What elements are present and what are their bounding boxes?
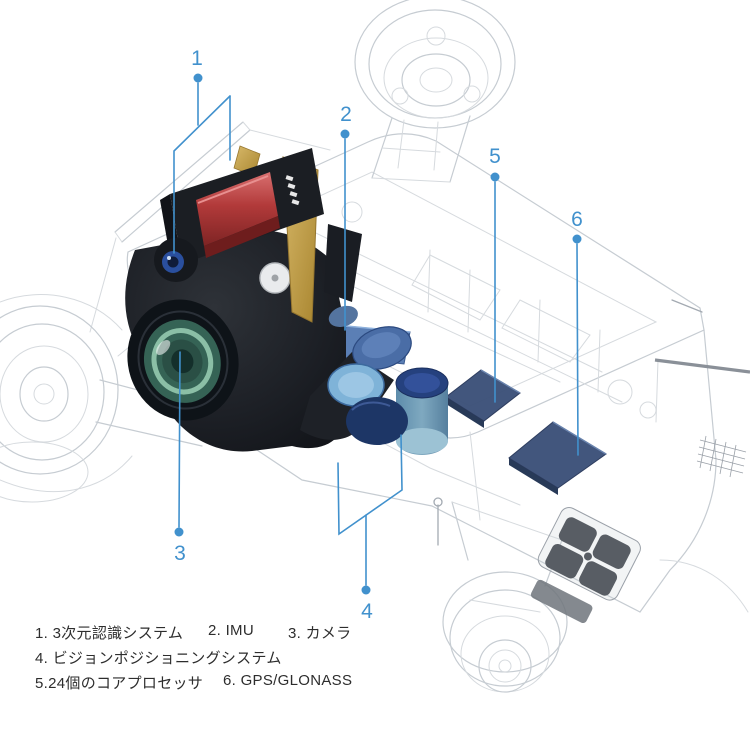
rotor-top [354, 0, 516, 183]
front-sensing-camera [154, 238, 198, 282]
body-right-edge [639, 329, 717, 613]
callout-3-dot [174, 527, 184, 537]
callout-3: 3 [174, 351, 186, 565]
callout-2: 2 [340, 103, 352, 331]
legend-item-1: 1. 3次元認識システム [35, 625, 184, 642]
rotor-left [0, 294, 207, 503]
callout-3-number: 3 [174, 542, 186, 565]
rotor-bottom-right [433, 497, 568, 693]
callout-3-leader [178, 351, 181, 528]
legend-item-5: 5.24個のコアプロセッサ [35, 675, 204, 692]
callout-2-dot [340, 129, 350, 139]
front-3d-sensor-module [160, 148, 324, 268]
callout-5-number: 5 [489, 145, 501, 168]
battery-contact-pads [530, 507, 641, 624]
callout-1-number: 1 [191, 47, 203, 70]
vent-mesh [696, 435, 747, 478]
callout-5: 5 [489, 145, 501, 403]
legend-item-6: 6. GPS/GLONASS [223, 672, 353, 689]
vision-positioning-sensors [327, 363, 449, 455]
front-frame-lines [89, 121, 331, 333]
callout-4-number: 4 [361, 600, 373, 623]
gps-glonass-board [508, 421, 607, 495]
sensor-connector-pins [285, 175, 300, 206]
small-rod [671, 299, 703, 313]
callout-6-leader [576, 243, 579, 456]
airframe-wireframe [0, 0, 750, 693]
callout-1: 1 [173, 47, 231, 254]
callout-4: 4 [337, 434, 403, 623]
right-wing-edge [659, 559, 749, 613]
callout-1-dot [193, 73, 203, 83]
legend-item-4: 4. ビジョンポジショニングシステム [35, 650, 282, 667]
callout-1-bracket-left [173, 95, 231, 254]
core-processor-board [445, 369, 521, 428]
gimbal-blue-motor [328, 305, 412, 370]
callout-6: 6 [571, 208, 583, 456]
vps-camera-dark [346, 397, 408, 445]
legend-item-3: 3. カメラ [288, 625, 352, 642]
callout-2-number: 2 [340, 103, 352, 126]
callout-4-bracket [337, 434, 403, 536]
antenna-rod [654, 358, 750, 374]
callout-6-number: 6 [571, 208, 583, 231]
callout-4-dot [361, 585, 371, 595]
main-camera-lens [127, 299, 239, 421]
legend-item-2: 2. IMU [208, 622, 254, 639]
callout-5-dot [490, 172, 500, 182]
callout-6-dot [572, 234, 582, 244]
